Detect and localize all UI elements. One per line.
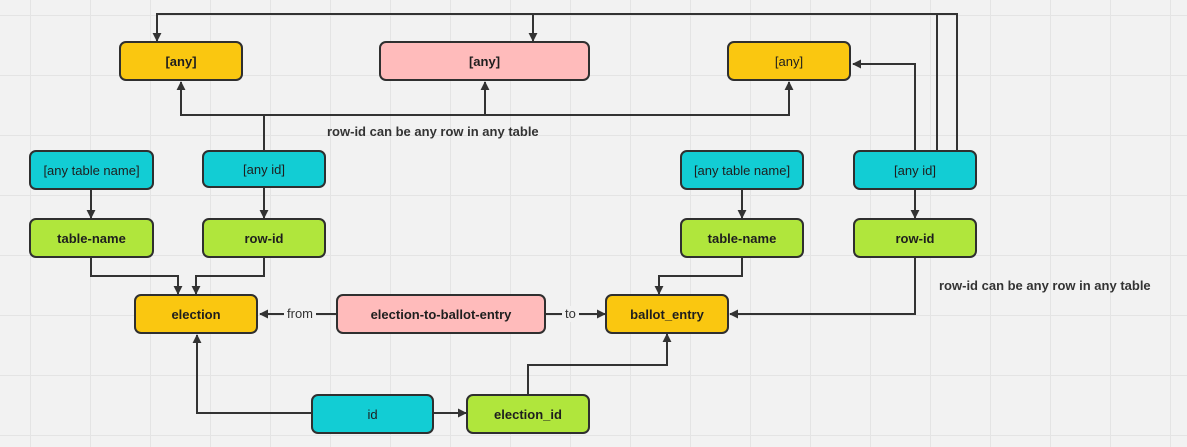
- any-table-name-node-left[interactable]: [any table name]: [29, 150, 154, 190]
- edge-id-to-election: [192, 334, 311, 414]
- note-top: row-id can be any row in any table: [327, 124, 539, 139]
- row-id-node-right[interactable]: row-id: [853, 218, 977, 258]
- any-node-left[interactable]: [any]: [119, 41, 243, 81]
- any-node-right[interactable]: [any]: [727, 41, 851, 81]
- election-id-node[interactable]: election_id: [466, 394, 590, 434]
- edge-label-from: from: [284, 306, 316, 322]
- edge-tablename-right-to-ballot-entry: [654, 258, 743, 295]
- note-right: row-id can be any row in any table: [939, 278, 1151, 293]
- row-id-node-left[interactable]: row-id: [202, 218, 326, 258]
- election-to-ballot-entry-node[interactable]: election-to-ballot-entry: [336, 294, 546, 334]
- any-table-name-node-right[interactable]: [any table name]: [680, 150, 804, 190]
- edge-rowid-left-to-election: [191, 258, 265, 295]
- any-node-middle[interactable]: [any]: [379, 41, 590, 81]
- edge-electionid-to-ballot-entry: [527, 333, 672, 394]
- edge-anyid-right-to-any-right: [852, 59, 916, 150]
- edge-anyid-right-to-any-mid: [528, 13, 938, 150]
- edge-anyid-left-to-any-left: [176, 81, 265, 150]
- ballot-entry-node[interactable]: ballot_entry: [605, 294, 729, 334]
- table-name-node-left[interactable]: table-name: [29, 218, 154, 258]
- any-id-node-right[interactable]: [any id]: [853, 150, 977, 190]
- edge-tablename-left-to-election: [90, 258, 183, 295]
- edge-anyid-right-to-any-left: [152, 13, 958, 150]
- id-node[interactable]: id: [311, 394, 434, 434]
- edge-anyid-left-to-any-right: [485, 81, 794, 116]
- any-id-node-left[interactable]: [any id]: [202, 150, 326, 188]
- table-name-node-right[interactable]: table-name: [680, 218, 804, 258]
- edge-anyid-left-to-any-mid: [264, 81, 490, 116]
- election-node[interactable]: election: [134, 294, 258, 334]
- edge-label-to: to: [562, 306, 579, 322]
- edge-rowid-right-to-ballot-entry: [729, 258, 916, 319]
